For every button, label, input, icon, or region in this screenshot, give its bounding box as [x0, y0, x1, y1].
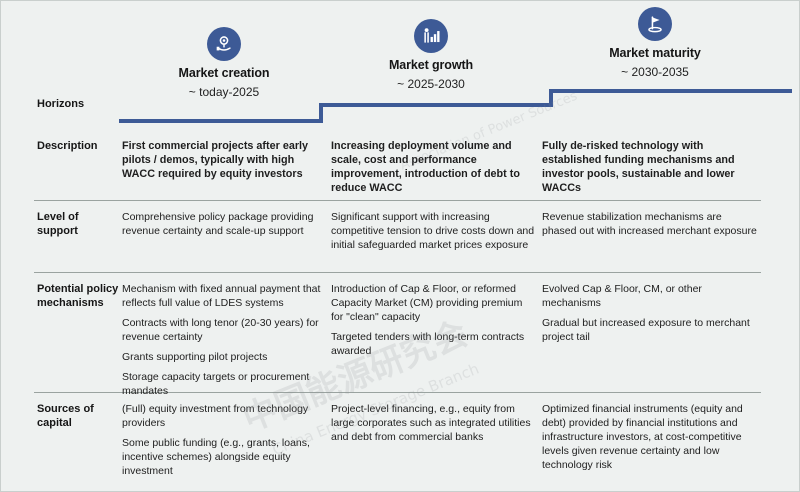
- row-label-level-of-support: Level of support: [37, 211, 79, 237]
- horizon-timeframe: ~ today-2025: [188, 85, 260, 99]
- row-divider: [34, 392, 761, 393]
- cell-sources-of-capital-market-creation: (Full) equity investment from technology…: [122, 403, 310, 477]
- cell-policy-mechanisms-market-maturity: Evolved Cap & Floor, CM, or other mechan…: [542, 283, 750, 343]
- row-label-sources-of-capital: Sources of capital: [37, 403, 94, 429]
- horizon-timeframe: ~ 2025-2030: [397, 77, 465, 91]
- cell-level-of-support-market-creation: Comprehensive policy package providing r…: [122, 211, 314, 237]
- horizon-market-maturity: Market maturity ~ 2030-2035: [550, 7, 760, 81]
- row-divider: [34, 200, 761, 201]
- cell-description-market-maturity: Fully de-risked technology with establis…: [542, 140, 735, 194]
- cell-sources-of-capital-market-maturity: Optimized financial instruments (equity …: [542, 403, 743, 471]
- horizon-market-creation: Market creation ~ today-2025: [119, 27, 329, 101]
- horizon-title: Market growth: [388, 58, 474, 72]
- cell-sources-of-capital-market-growth: Project-level financing, e.g., equity fr…: [331, 403, 531, 443]
- cell-policy-mechanisms-market-creation: Mechanism with fixed annual payment that…: [122, 283, 321, 397]
- horizon-market-growth: Market growth ~ 2025-2030: [326, 19, 536, 93]
- cell-level-of-support-market-maturity: Revenue stabilization mechanisms are pha…: [542, 211, 757, 237]
- cell-description-market-creation: First commercial projects after early pi…: [122, 140, 309, 180]
- target-pin-icon: [207, 27, 241, 61]
- cell-description-market-growth: Increasing deployment volume and scale, …: [331, 140, 520, 194]
- cell-policy-mechanisms-market-growth: Introduction of Cap & Floor, or reformed…: [331, 283, 525, 357]
- row-label-horizons: Horizons: [37, 98, 85, 110]
- horizon-title: Market maturity: [609, 46, 701, 60]
- row-label-potential-policy-mechanisms: Potential policy mechanisms: [37, 283, 119, 309]
- bar-chart-growth-icon: [414, 19, 448, 53]
- row-label-description: Description: [37, 140, 98, 152]
- row-divider: [34, 272, 761, 273]
- cell-level-of-support-market-growth: Significant support with increasing comp…: [331, 211, 535, 251]
- flag-goal-icon: [638, 7, 672, 41]
- horizon-timeframe: ~ 2030-2035: [621, 65, 689, 79]
- horizon-title: Market creation: [178, 66, 270, 80]
